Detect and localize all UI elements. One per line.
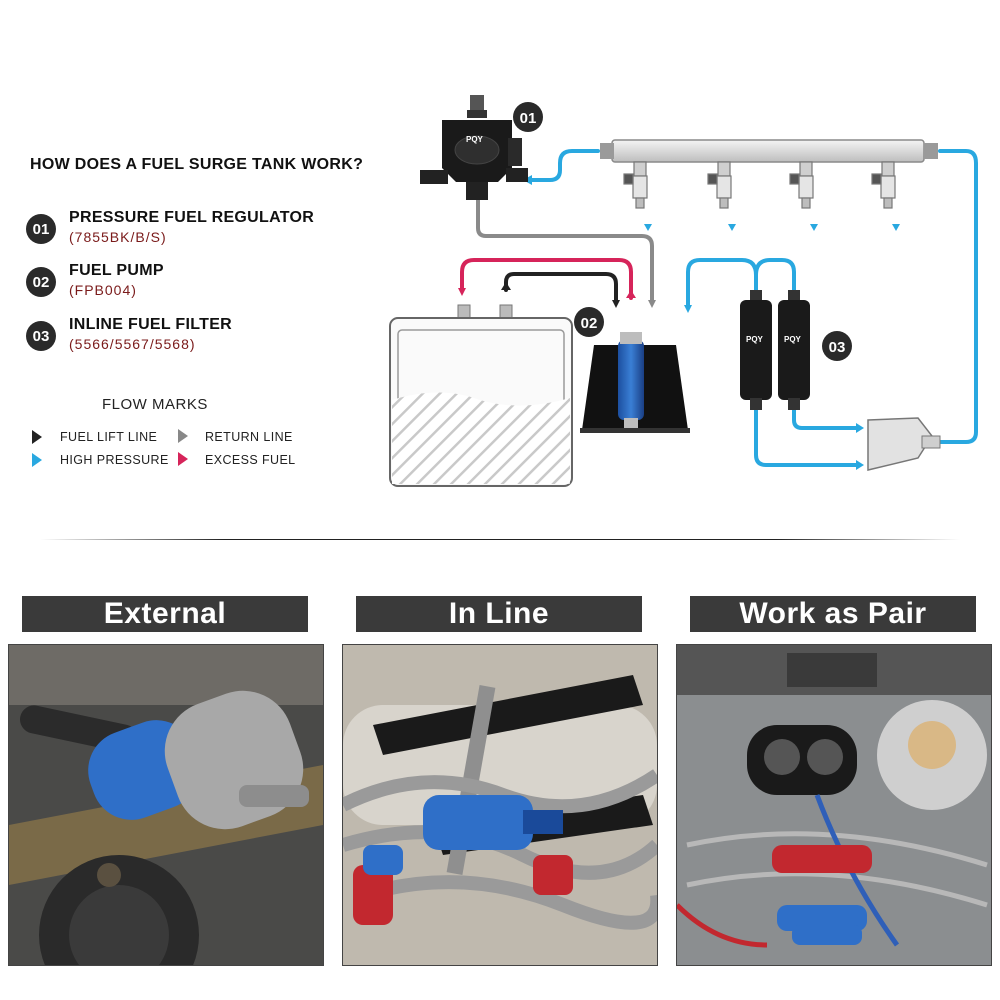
excess-fuel-arrowhead-up: [626, 290, 636, 298]
flow-marks-title: FLOW MARKS: [102, 396, 208, 413]
panel-external-title: External: [22, 596, 308, 632]
component-01-name: PRESSURE FUEL REGULATOR: [69, 209, 315, 226]
component-02-code: (FPB004): [69, 282, 137, 298]
fuel-lift-arrow-icon: [32, 430, 42, 444]
flow-label-return: RETURN LINE: [205, 430, 293, 444]
fuel-rail: [600, 139, 938, 163]
filter-left-brand-label: PQY: [746, 335, 764, 344]
callout-01-label: 01: [520, 110, 537, 127]
photo-external-install: [8, 644, 324, 966]
component-01-code: (7855BK/B/S): [69, 229, 167, 245]
component-01-badge: 01: [26, 214, 56, 244]
callout-01-circle: [513, 102, 543, 132]
component-03-name: INLINE FUEL FILTER: [69, 316, 233, 333]
high-pressure-lines: [530, 149, 978, 467]
fuel-system-diagram: PQY PQY PQY 01 02 03: [389, 95, 978, 487]
excess-fuel-arrow-icon: [178, 452, 188, 466]
component-03-code: (5566/5567/5568): [69, 336, 196, 352]
inline-fuel-filter-left: [740, 290, 772, 410]
panel-pair-title: Work as Pair: [690, 596, 976, 632]
panel-inline-title: In Line: [356, 596, 642, 632]
callout-02-circle: [574, 307, 604, 337]
pressure-regulator: [420, 95, 528, 200]
surge-tank: [389, 304, 573, 487]
flow-label-excess: EXCESS FUEL: [205, 453, 296, 467]
component-02-badge: 02: [26, 267, 56, 297]
return-arrowhead: [648, 300, 656, 308]
fuel-lift-line: [504, 272, 618, 302]
high-pressure-arrowheads: [523, 175, 864, 470]
excess-fuel-arrowhead-down: [458, 288, 466, 296]
return-arrow-icon: [178, 429, 188, 443]
distribution-block: [867, 417, 941, 471]
callout-03-circle: [822, 331, 852, 361]
fuel-lift-arrowhead-up: [501, 282, 511, 290]
fuel-pump: [580, 332, 690, 433]
callout-02-label: 02: [581, 315, 598, 332]
callout-03-label: 03: [829, 339, 846, 356]
inline-fuel-filter-right: [778, 290, 810, 410]
high-pressure-arrow-icon: [32, 453, 42, 467]
fuel-injectors: [623, 161, 896, 209]
fuel-lift-arrowhead-down: [612, 300, 620, 308]
component-03-badge: 03: [26, 321, 56, 351]
excess-fuel-line: [460, 258, 633, 300]
photo-pair-install: [676, 644, 992, 966]
filter-right-brand-label: PQY: [784, 335, 802, 344]
section-divider: [40, 539, 960, 540]
flow-label-fuel-lift: FUEL LIFT LINE: [60, 430, 158, 444]
injector-spray-arrows: [644, 224, 900, 231]
photo-inline-install: [342, 644, 658, 966]
component-02-name: FUEL PUMP: [69, 262, 164, 279]
regulator-brand-label: PQY: [466, 135, 484, 144]
page-headline: HOW DOES A FUEL SURGE TANK WORK?: [30, 156, 364, 173]
flow-label-high-pressure: HIGH PRESSURE: [60, 453, 169, 467]
return-line: [476, 198, 654, 302]
